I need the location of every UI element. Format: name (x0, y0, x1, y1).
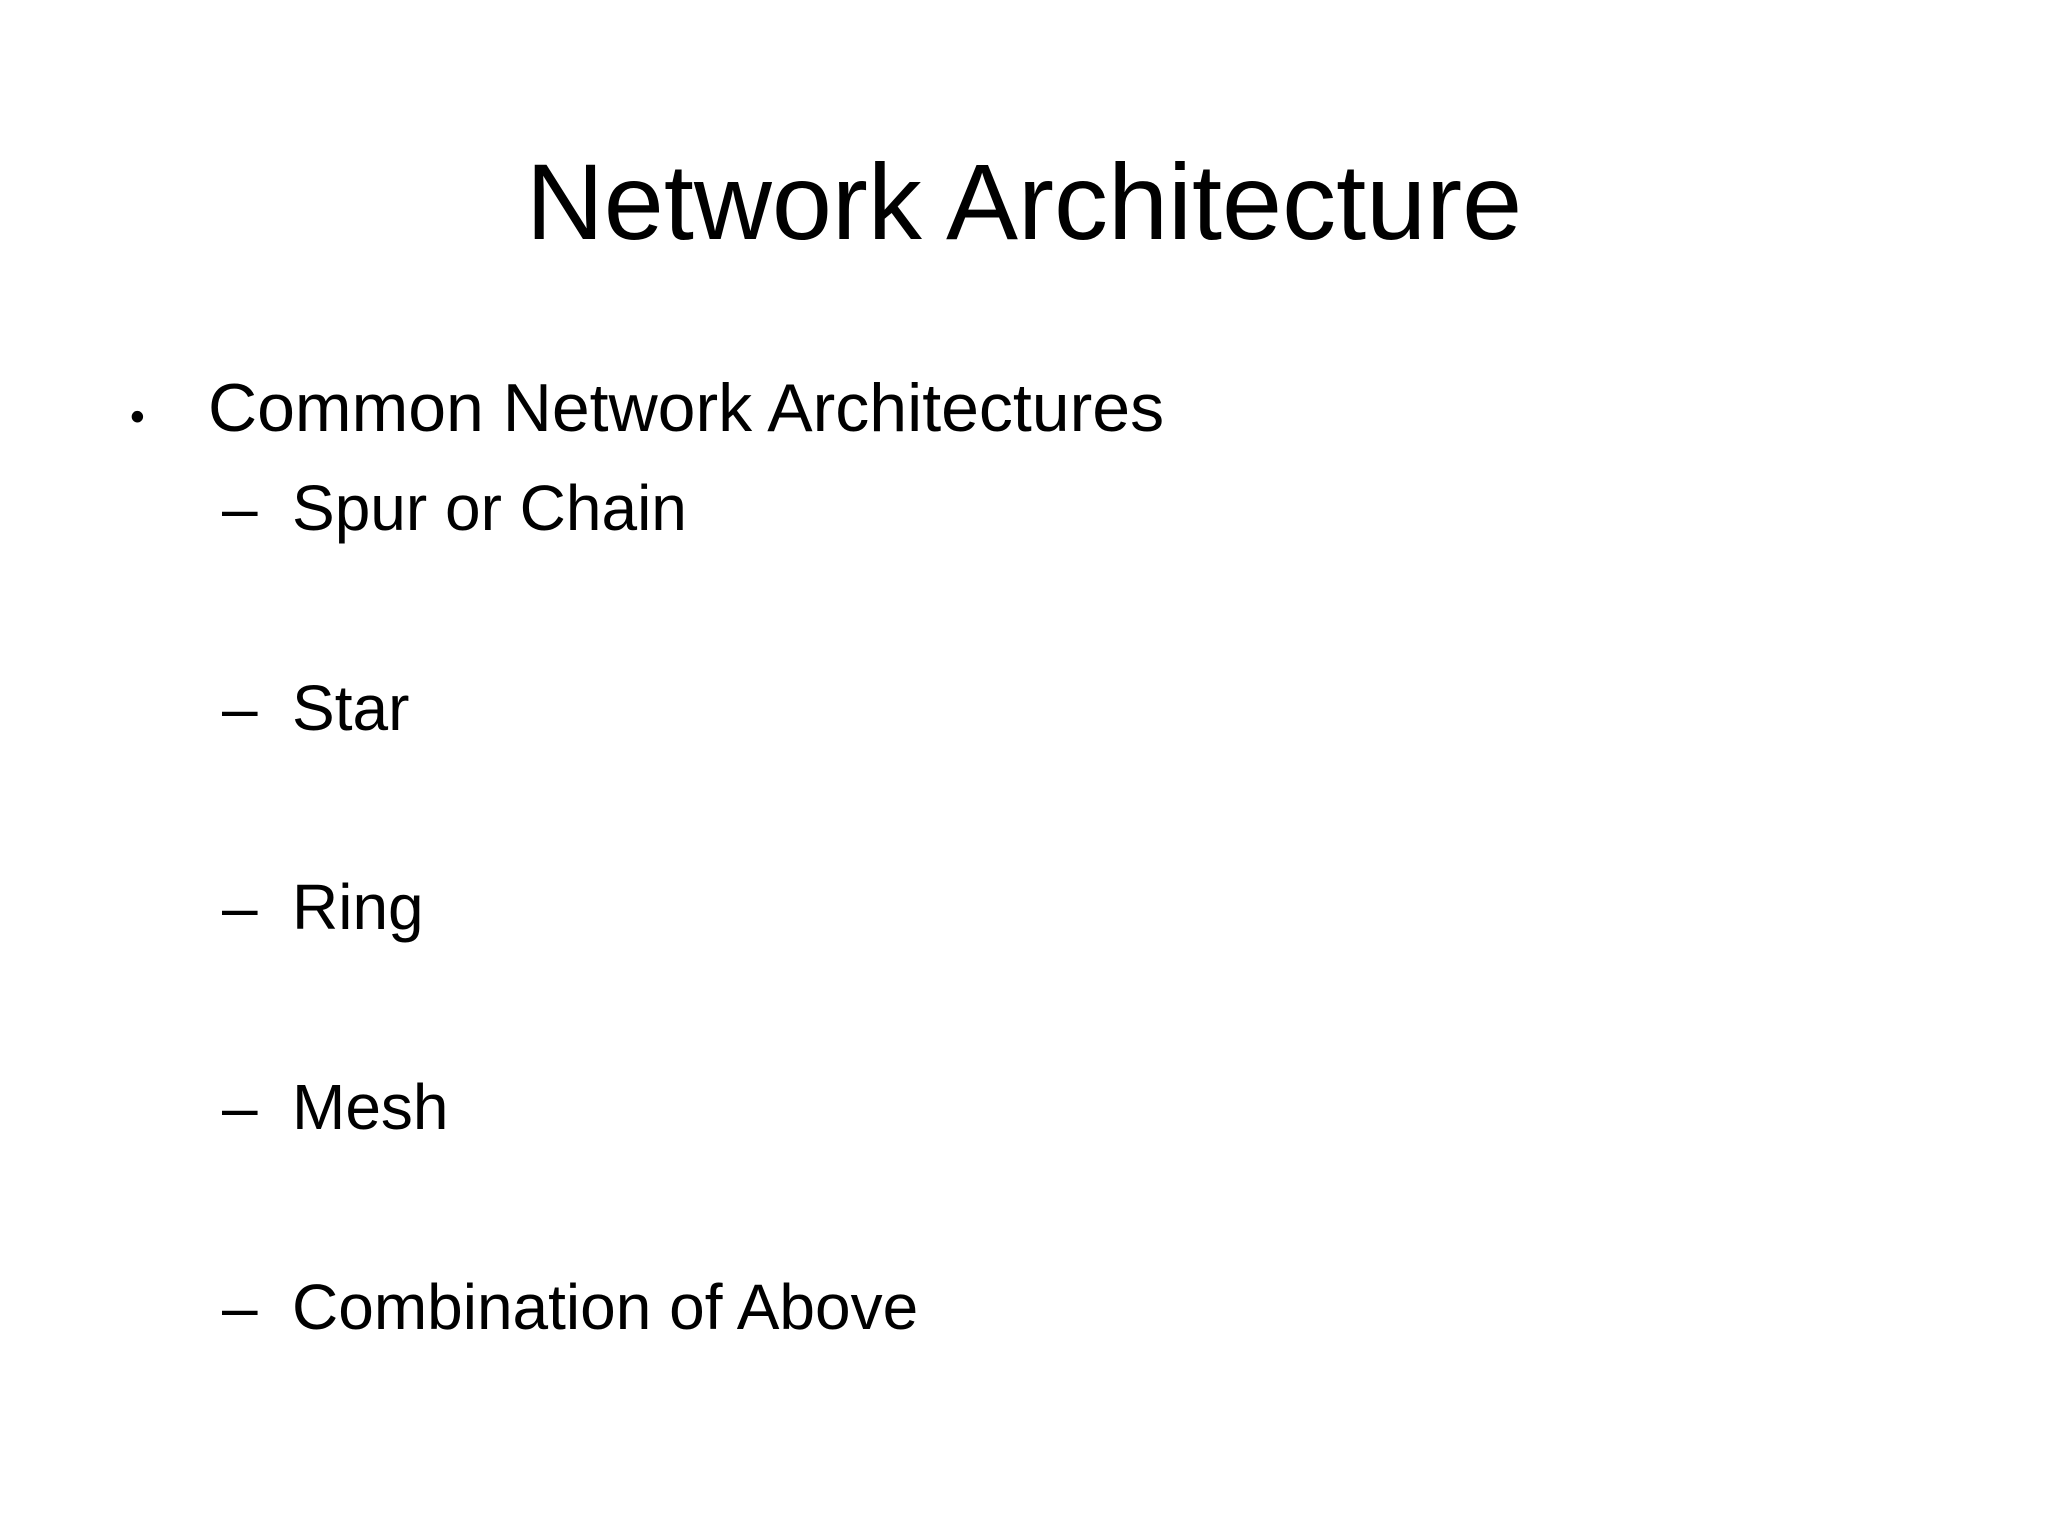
slide-body: • Common Network Architectures – Spur or… (0, 368, 2048, 1346)
list-item-mesh: – Mesh (0, 1069, 2048, 1146)
slide-title: Network Architecture (525, 141, 1523, 262)
dash-icon: – (222, 1270, 258, 1343)
dash-icon: – (222, 471, 258, 544)
list-item-common-network-architectures: • Common Network Architectures (0, 368, 2048, 450)
list-item-label: Spur or Chain (292, 471, 687, 544)
dash-icon: – (222, 871, 258, 944)
list-item-combination-of-above: – Combination of Above (0, 1269, 2048, 1346)
list-item-spur-or-chain: – Spur or Chain (0, 470, 2048, 547)
dash-icon: – (222, 1071, 258, 1144)
list-item-label: Ring (292, 871, 424, 944)
dash-icon: – (222, 671, 258, 744)
list-item-label: Star (292, 671, 410, 744)
list-item-label: Mesh (292, 1071, 449, 1144)
bullet-icon: • (130, 393, 145, 441)
list-item-star: – Star (0, 670, 2048, 747)
list-item-label: Common Network Architectures (208, 370, 1165, 447)
list-item-label: Combination of Above (292, 1270, 919, 1343)
list-item-ring: – Ring (0, 869, 2048, 946)
